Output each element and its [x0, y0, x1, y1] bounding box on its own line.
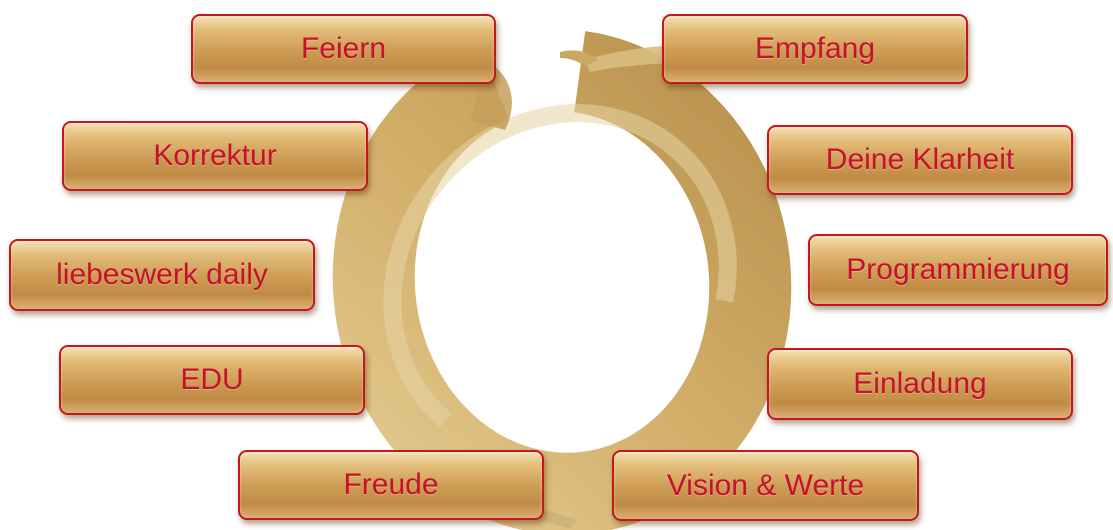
label-vision-werte: Vision & Werte	[612, 450, 919, 521]
label-feiern: Feiern	[191, 14, 496, 84]
label-programmierung-text: Programmierung	[846, 253, 1069, 287]
label-einladung: Einladung	[767, 348, 1073, 420]
label-einladung-text: Einladung	[853, 367, 986, 401]
label-liebeswerk-daily-text: liebeswerk daily	[56, 258, 268, 292]
label-edu-text: EDU	[180, 363, 243, 397]
label-deine-klarheit: Deine Klarheit	[767, 125, 1073, 195]
label-empfang-text: Empfang	[755, 32, 875, 66]
label-freude: Freude	[238, 450, 544, 520]
label-deine-klarheit-text: Deine Klarheit	[826, 143, 1014, 177]
label-korrektur-text: Korrektur	[153, 139, 276, 173]
label-programmierung: Programmierung	[808, 234, 1108, 306]
label-freude-text: Freude	[343, 468, 438, 502]
label-feiern-text: Feiern	[301, 32, 386, 66]
label-liebeswerk-daily: liebeswerk daily	[9, 239, 315, 311]
label-empfang: Empfang	[662, 14, 968, 84]
label-edu: EDU	[59, 345, 365, 415]
label-vision-werte-text: Vision & Werte	[667, 469, 864, 503]
label-korrektur: Korrektur	[62, 121, 368, 191]
